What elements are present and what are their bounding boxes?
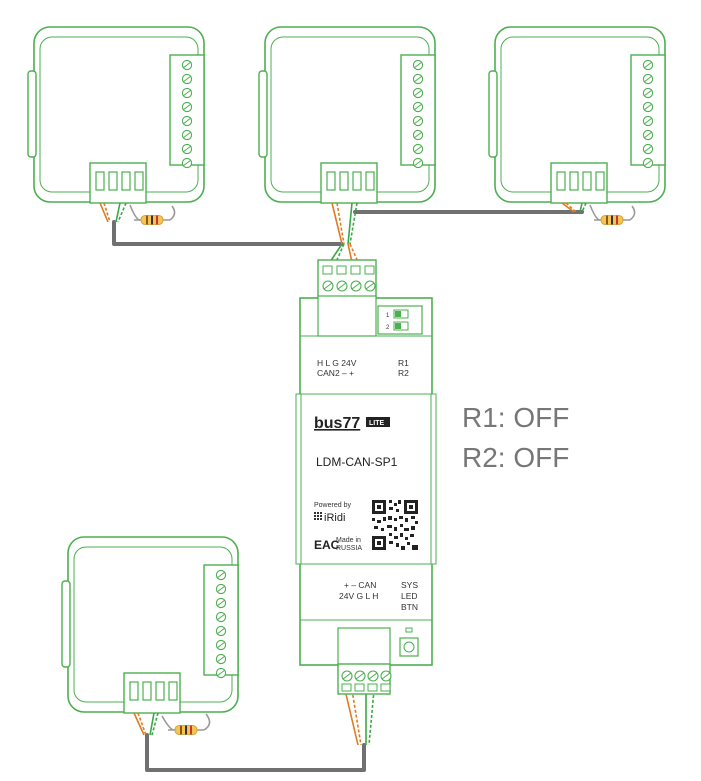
dip-switch-label-1: 1: [386, 313, 390, 319]
bottom-terminal-block: [337, 627, 392, 695]
controller-module: 1 2 H L G 24V CAN2 – + R1 R2 bus77 LITE …: [295, 259, 437, 695]
iridi-text: iRidi: [324, 512, 345, 524]
top-terminal-labels-row1: H L G 24V: [317, 358, 357, 368]
r2-setting: R2: OFF: [462, 442, 569, 473]
bus-cable: [112, 210, 584, 772]
r1-setting: R1: OFF: [462, 402, 569, 433]
terminator-resistor-2: [589, 204, 636, 226]
status-led: [405, 627, 413, 633]
device-3: [488, 26, 666, 204]
top-terminal-labels-row2: CAN2 – +: [317, 368, 354, 378]
device-4: [61, 536, 239, 714]
r2-label: R2: [398, 368, 409, 378]
wire-bundles: [99, 202, 587, 746]
top-terminal-block: [317, 259, 377, 337]
bottom-terminal-labels-row1: + – CAN: [344, 580, 376, 590]
brand-badge: LITE: [369, 420, 384, 427]
iridi-logo-icon: [314, 512, 322, 520]
terminator-resistor-1: [129, 204, 176, 226]
btn-label: BTN: [401, 602, 418, 612]
bottom-terminal-labels-row2: 24V G L H: [339, 591, 378, 601]
qr-code: [372, 500, 418, 550]
made-in-line2: RUSSIA: [336, 545, 362, 552]
led-label: LED: [401, 591, 418, 601]
powered-by: Powered by: [314, 502, 351, 509]
dip-switch: 1 2: [377, 305, 423, 335]
made-in-line1: Made in: [336, 537, 361, 544]
r1-label: R1: [398, 358, 409, 368]
brand-logo: bus77: [314, 415, 360, 432]
eac-mark: EAC: [314, 538, 340, 552]
brand-badge-bg: [366, 417, 390, 427]
dip-switch-label-2: 2: [386, 325, 390, 331]
terminator-resistor-3: [161, 713, 211, 736]
sys-label: SYS: [401, 580, 418, 590]
device-2: [258, 26, 436, 204]
device-1: [27, 26, 205, 204]
model-name: LDM-CAN-SP1: [316, 455, 398, 469]
